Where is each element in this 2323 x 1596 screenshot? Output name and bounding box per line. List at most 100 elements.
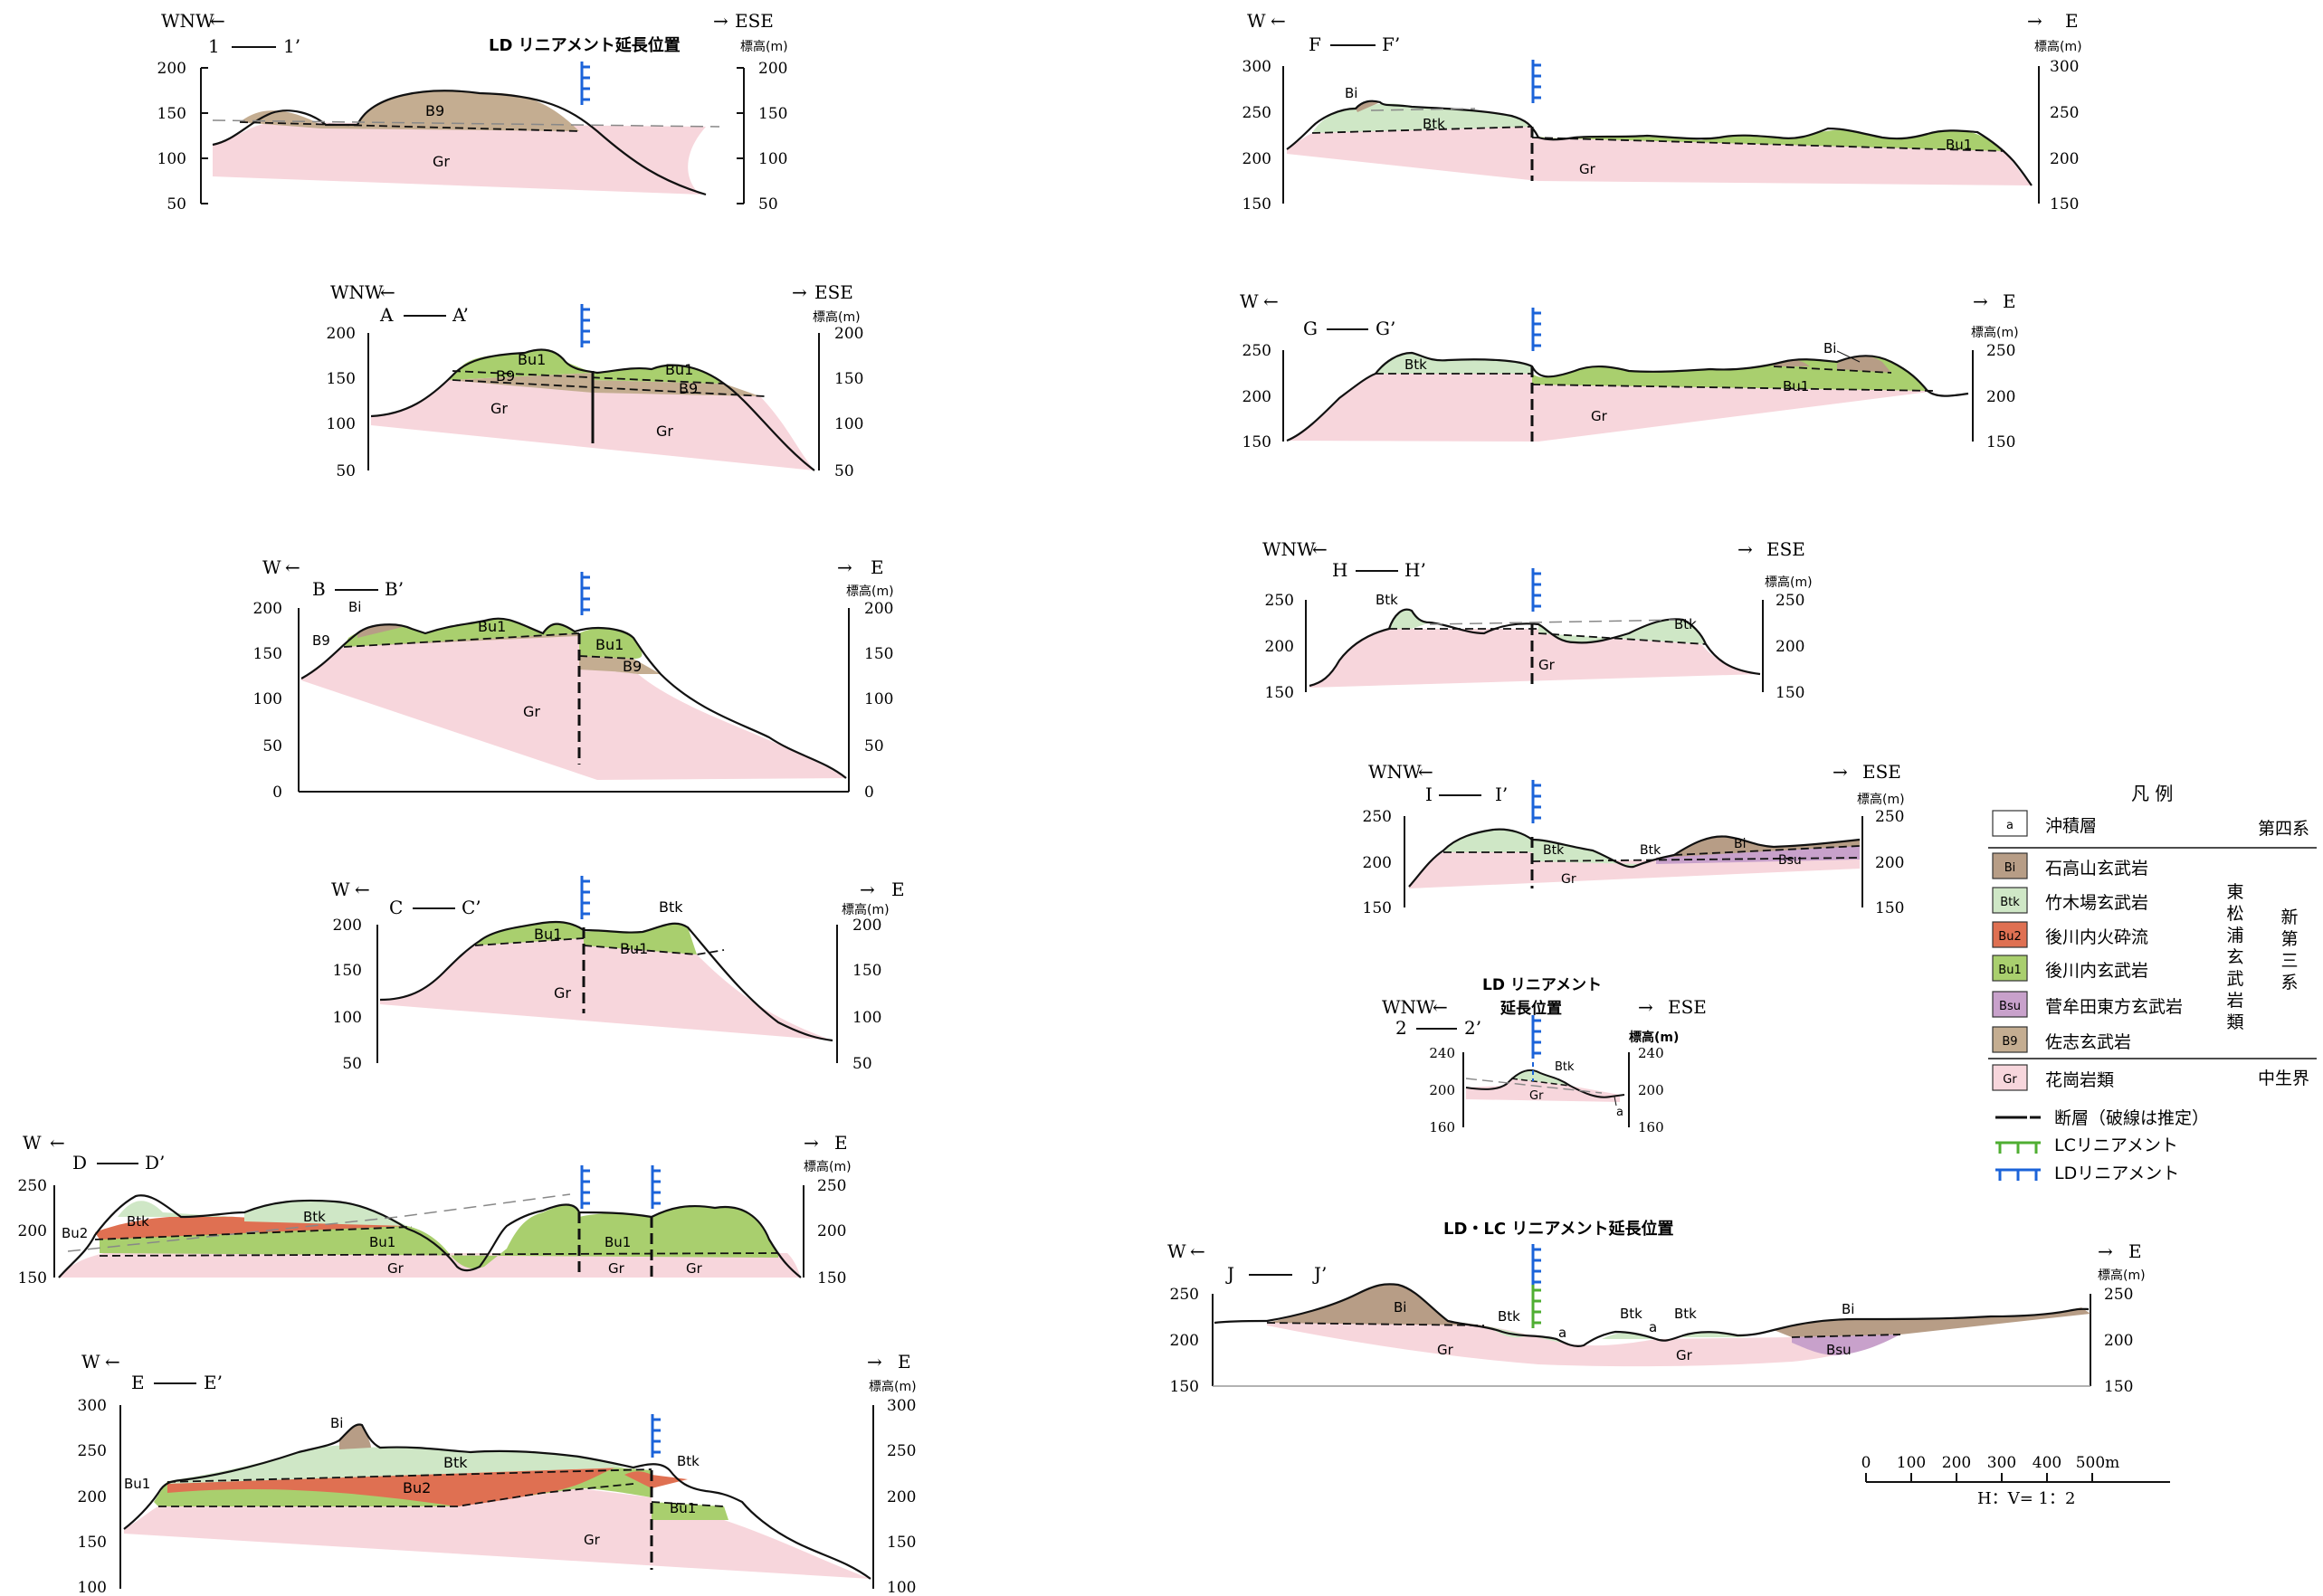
unit-label: 標高(m) [1971,325,2019,340]
legend-code: Bu2 [1998,930,2021,944]
section-a: WNW ← A A’ → ESE 標高(m) 200 150 100 50 20… [327,281,864,480]
unit-code: Bu1 [1783,378,1809,394]
section-end-label: 2’ [1464,1017,1481,1039]
unit-label: 標高(m) [869,1379,917,1394]
unit-label: 標高(m) [2034,39,2082,54]
legend-swatch [1992,955,2028,982]
legend-era: 第四系 [2258,819,2309,839]
unit-bu1 [1532,129,2004,151]
unit-code: Btk [1423,116,1445,132]
tick: 100 [78,1579,107,1596]
tick: 200 [817,1222,846,1240]
lc-lineament-icon [1995,1141,2041,1154]
dir-left: W [1167,1240,1186,1262]
tick: 0 [272,784,282,802]
ld-lineament-icon [580,572,590,615]
arrow-left-icon: ← [380,281,395,303]
tick: 200 [1638,1082,1664,1098]
section-start-label: A [379,304,394,326]
tick: 150 [864,645,893,663]
section-start-label: F [1309,33,1321,55]
ld-lineament-icon [1531,60,1541,103]
tick: 200 [1986,388,2015,406]
section-end-label: E’ [204,1372,223,1393]
unit-gr [213,122,706,195]
section-c: W ← C C’ → E 標高(m) 200 150 100 50 200 15… [331,876,905,1073]
unit-code: a [1558,1325,1566,1341]
tick: 200 [1170,1332,1199,1350]
tick: 250 [1875,808,1904,826]
scale-ratio: H：V= 1：2 [1977,1489,2075,1508]
section-i: WNW ← I I’ → ESE 標高(m) 250 200 150 250 2… [1363,761,1905,917]
tick: 150 [1242,195,1271,214]
unit-code: Bi [348,599,361,615]
tick: 100 [327,415,356,433]
section-start-label: C [389,897,403,918]
tick: 240 [1638,1045,1664,1061]
unit-code: Gr [1437,1342,1454,1358]
unit-code: a [1649,1319,1657,1335]
unit-code: Btk [1674,616,1697,632]
unit-code: Gr [686,1260,703,1277]
unit-code: Gr [490,400,508,417]
unit-code: Bu1 [534,926,562,943]
tick: 250 [1242,104,1271,122]
dir-left: WNW [330,281,384,303]
tick: 150 [327,370,356,388]
unit-btk [1376,353,1532,374]
unit-code: Bu1 [478,618,506,635]
tick: 200 [2104,1332,2133,1350]
unit-code: Bu1 [595,636,624,653]
unit-code: a [1616,1106,1623,1119]
tick: 250 [887,1442,916,1460]
legend-name: 佐志玄武岩 [2045,1032,2131,1052]
section-end-label: B’ [385,578,404,600]
section-start-label: 1 [208,35,220,57]
unit-code: Bi [1345,85,1357,101]
tick: 150 [157,105,186,123]
tick: 200 [78,1488,107,1506]
tick: 200 [327,325,356,343]
tick: 150 [1875,899,1904,917]
legend-vertical-char: 松 [2226,904,2243,924]
unit-btk [1511,1069,1570,1086]
unit-code: Bu1 [665,361,693,378]
unit-code: Btk [127,1213,149,1230]
legend-swatch [1992,1026,2028,1053]
legend-code: B9 [2002,1035,2017,1049]
legend-vertical-char: 新 [2280,907,2298,927]
legend-swatch [1992,1064,2028,1091]
unit-label: 標高(m) [804,1159,852,1174]
scale-tick: 500m [2076,1454,2120,1472]
unit-code: Gr [1591,408,1608,424]
legend-name: 沖積層 [2045,816,2097,836]
unit-gr [1287,374,1937,442]
legend-vertical-char: 玄 [2226,947,2243,967]
legend-name: 後川内玄武岩 [2045,961,2148,981]
tick: 150 [2104,1378,2133,1396]
unit-code: Bi [1734,837,1747,851]
tick: 100 [834,415,863,433]
tick: 160 [1638,1119,1664,1135]
tick: 200 [1875,854,1904,872]
tick: 50 [758,195,778,214]
unit-code: Bu1 [518,351,546,368]
unit-code: Gr [387,1260,405,1277]
unit-btk [167,1445,624,1484]
tick: 200 [887,1488,916,1506]
unit-code: Bu1 [124,1476,150,1492]
tick: 150 [78,1534,107,1552]
unit-code: Gr [1561,872,1576,887]
section-h: WNW ← H H’ → ESE 標高(m) 250 200 150 250 2… [1262,538,1813,702]
unit-code: Bu1 [670,1500,696,1516]
unit-btk [1389,609,1706,644]
dir-right: E [2065,10,2079,32]
legend-era: 中生界 [2258,1069,2309,1088]
tick: 150 [834,370,863,388]
unit-bu1 [344,618,643,659]
scale-tick: 0 [1861,1454,1871,1472]
scale-tick: 200 [1942,1454,1971,1472]
section-f: W ← F F’ → E 標高(m) 300 250 200 150 300 2… [1242,10,2082,214]
unit-bsu [1656,846,1860,864]
arrow-right-icon: → [713,10,728,32]
